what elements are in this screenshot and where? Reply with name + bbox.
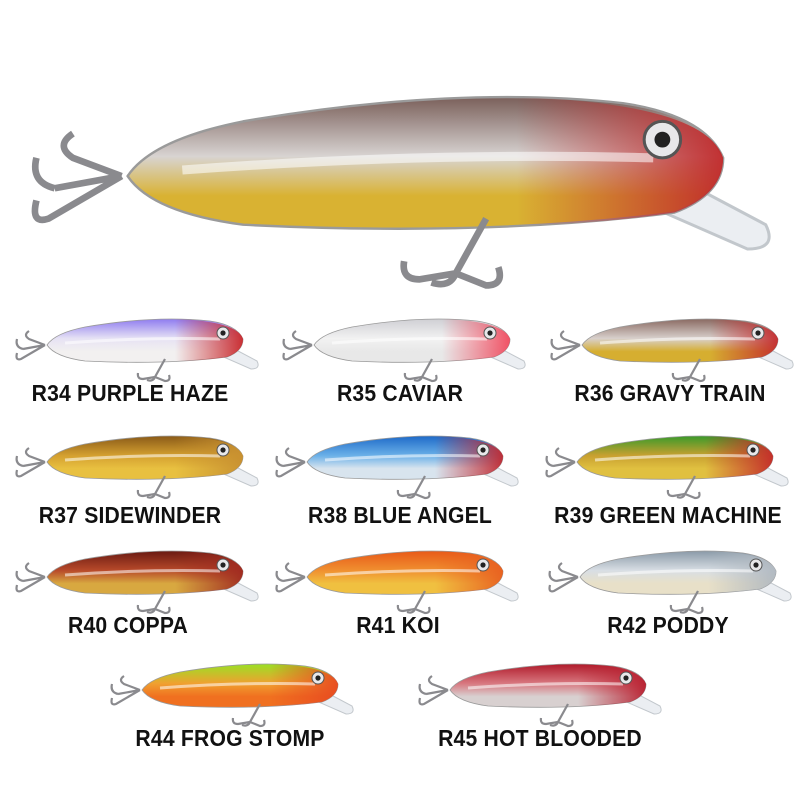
belly-treble-hook-icon [136, 590, 171, 615]
lure-label: R37 SIDEWINDER [38, 502, 222, 528]
tail-treble-hook-icon [550, 330, 581, 361]
tail-treble-hook-icon [110, 675, 141, 706]
lure-image-7 [15, 550, 259, 615]
lure-label: R38 BLUE ANGEL [307, 502, 493, 528]
lure-image-1 [15, 318, 259, 383]
belly-treble-hook-icon [396, 590, 431, 615]
lure-image-10 [110, 663, 354, 728]
lure-image-8 [275, 550, 519, 615]
belly-treble-hook-icon [136, 358, 171, 383]
lure-label: R40 COPPA [67, 612, 189, 638]
lure-image-5 [275, 435, 519, 500]
belly-treble-hook-icon [396, 475, 431, 500]
belly-treble-hook-icon [671, 358, 706, 383]
tail-treble-hook-icon [545, 447, 576, 478]
hero-lure-image [31, 95, 771, 289]
lure-image-2 [282, 318, 526, 383]
belly-treble-hook-icon [400, 216, 504, 289]
lure-label: R35 CAVIAR [336, 380, 464, 406]
tail-treble-hook-icon [275, 447, 306, 478]
tail-treble-hook-icon [275, 562, 306, 593]
lure-label: R42 PODDY [607, 612, 729, 638]
belly-treble-hook-icon [403, 358, 438, 383]
tail-treble-hook-icon [282, 330, 313, 361]
lure-label: R39 GREEN MACHINE [554, 502, 782, 528]
belly-treble-hook-icon [231, 703, 266, 728]
lure-image-9 [548, 550, 792, 615]
lure-image-4 [15, 435, 259, 500]
lure-image-3 [550, 318, 794, 383]
lure-label: R44 FROG STOMP [135, 725, 325, 751]
belly-treble-hook-icon [669, 590, 704, 615]
lure-image-11 [418, 663, 662, 728]
belly-treble-hook-icon [666, 475, 701, 500]
tail-treble-hook-icon [548, 562, 579, 593]
lure-label: R45 HOT BLOODED [438, 725, 642, 751]
tail-treble-hook-icon [15, 447, 46, 478]
lure-image-6 [545, 435, 789, 500]
tail-treble-hook-icon [15, 330, 46, 361]
lure-label: R36 GRAVY TRAIN [574, 380, 766, 406]
belly-treble-hook-icon [136, 475, 171, 500]
belly-treble-hook-icon [539, 703, 574, 728]
tail-treble-hook-icon [31, 130, 124, 224]
lure-label: R34 PURPLE HAZE [31, 380, 229, 406]
tail-treble-hook-icon [15, 562, 46, 593]
tail-treble-hook-icon [418, 675, 449, 706]
lure-label: R41 KOI [356, 612, 440, 638]
